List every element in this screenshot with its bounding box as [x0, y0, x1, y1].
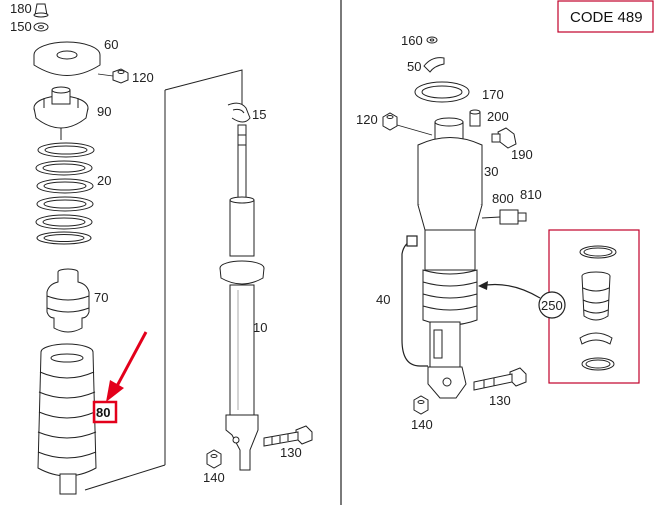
label-250: 250 — [541, 298, 563, 313]
label-130-left: 130 — [280, 445, 302, 460]
part-250-kit[interactable] — [579, 245, 617, 371]
code-label: CODE 489 — [570, 9, 643, 26]
part-150-washer[interactable] — [33, 22, 49, 32]
part-130-bolt-right[interactable] — [473, 367, 527, 391]
label-70: 70 — [94, 290, 108, 305]
strut-bracket-bottom — [84, 464, 166, 491]
part-160-washer[interactable] — [426, 36, 438, 44]
part-250-callout-circle — [538, 291, 566, 319]
label-10: 10 — [253, 320, 267, 335]
label-160: 160 — [401, 33, 423, 48]
label-120-left: 120 — [132, 70, 154, 85]
part-130-bolt-left[interactable] — [263, 425, 313, 447]
part-10-strut[interactable] — [219, 124, 265, 471]
part-190-fitting[interactable] — [491, 127, 517, 149]
part-40-sensor-line[interactable] — [401, 235, 428, 367]
highlight-box — [92, 400, 118, 424]
part-800-connector[interactable] — [481, 209, 527, 225]
part-70-bump-stop[interactable] — [46, 268, 90, 333]
part-20-coil-spring[interactable] — [35, 142, 95, 245]
label-60: 60 — [104, 37, 118, 52]
part-140-nut-right[interactable] — [413, 395, 429, 415]
label-810: 810 — [520, 187, 542, 202]
label-190: 190 — [511, 147, 533, 162]
label-50: 50 — [407, 59, 421, 74]
part-80-dust-boot[interactable] — [37, 343, 97, 495]
label-140-right: 140 — [411, 417, 433, 432]
label-150: 150 — [10, 19, 32, 34]
label-20: 20 — [97, 173, 111, 188]
part-170-gasket[interactable] — [414, 81, 470, 103]
part-30-air-strut[interactable] — [417, 117, 483, 399]
label-800: 800 — [492, 191, 514, 206]
label-130-right: 130 — [489, 393, 511, 408]
label-140-left: 140 — [203, 470, 225, 485]
label-120-right: 120 — [356, 112, 378, 127]
highlight-arrow — [106, 331, 148, 402]
part-120-nut-right[interactable] — [382, 112, 433, 136]
label-80: 80 — [96, 405, 110, 420]
label-30: 30 — [484, 164, 498, 179]
strut-bracket-top — [164, 69, 243, 91]
label-40: 40 — [376, 292, 390, 307]
part-180-cap[interactable] — [33, 3, 49, 18]
part-15-clip[interactable] — [227, 102, 251, 123]
part-120-nut[interactable] — [97, 68, 129, 84]
label-180: 180 — [10, 1, 32, 16]
label-200: 200 — [487, 109, 509, 124]
code-box: CODE 489 — [557, 0, 654, 33]
part-140-nut-left[interactable] — [206, 449, 222, 469]
part-90-bearing-mount[interactable] — [33, 86, 89, 140]
callout-arrow-250 — [479, 283, 541, 299]
label-170: 170 — [482, 87, 504, 102]
label-90: 90 — [97, 104, 111, 119]
part-60-top-mount[interactable] — [33, 41, 101, 76]
label-15: 15 — [252, 107, 266, 122]
part-50-bracket[interactable] — [423, 57, 445, 73]
callout-arrowhead-250 — [478, 281, 488, 290]
part-200-valve[interactable] — [469, 109, 481, 127]
